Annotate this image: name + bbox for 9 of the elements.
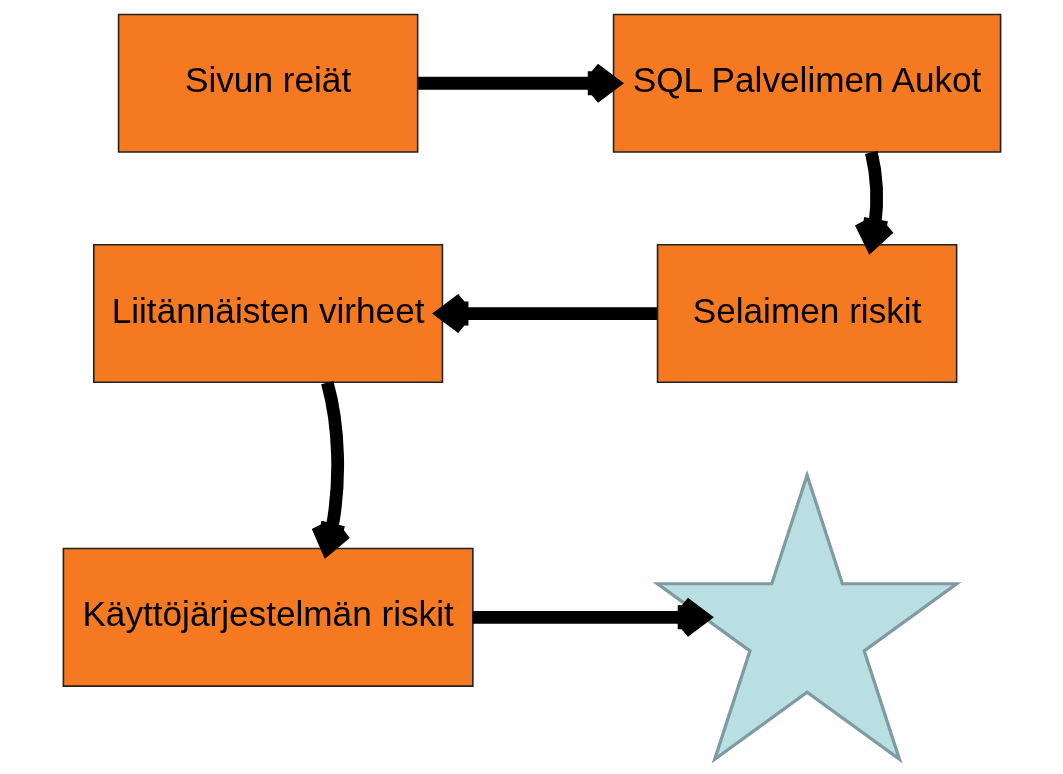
node-box: SQL Palvelimen Aukot [612, 13, 1001, 153]
arrow [435, 292, 657, 335]
node-star [652, 470, 962, 764]
arrow [310, 381, 352, 556]
node-box: Käyttöjärjestelmän riskit [62, 547, 474, 687]
node-box: Selaimen riskit [656, 244, 957, 384]
node-box: Sivun reiät [117, 13, 418, 153]
node-box: Liitännäisten virheet [92, 244, 443, 384]
arrow [853, 150, 895, 252]
